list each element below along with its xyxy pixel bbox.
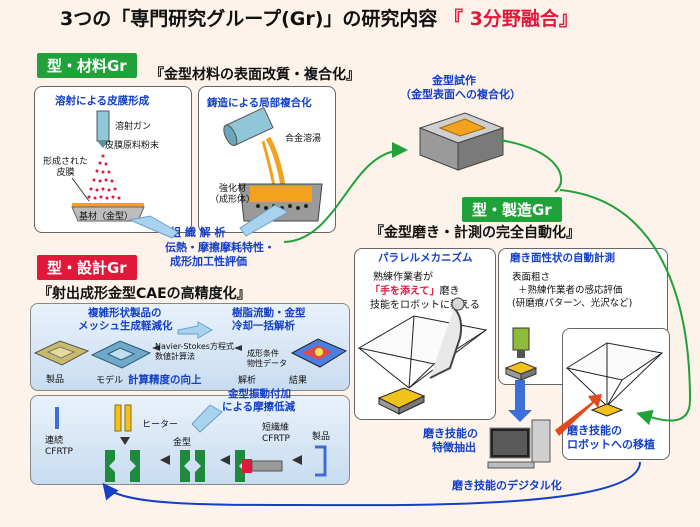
parallel-line2: 技能をロボットに教える bbox=[370, 300, 480, 311]
spray-gun-label: 溶射ガン bbox=[115, 122, 152, 132]
measurement-device-illustration bbox=[504, 327, 538, 381]
cfrtp-cont-line1: 連続 bbox=[45, 436, 64, 446]
page-title: 3つの「専門研究グループ(Gr)」の研究内容 『 3分野融合』 bbox=[60, 4, 578, 31]
transfer-line2: ロボットへの移植 bbox=[567, 438, 655, 451]
navier-label: Navier-Stokes方程式 数値計算法 bbox=[155, 342, 234, 362]
transfer-line1: 磨き技能の bbox=[567, 424, 622, 437]
parallel-highlight: 「手を添えて」 bbox=[370, 286, 440, 297]
reinforce-label: 強化材 （成形体） bbox=[210, 184, 256, 205]
product-label: 製品 bbox=[46, 375, 65, 385]
design-group-tag: 型・設計Gr bbox=[37, 255, 137, 280]
powder-label: 皮膜原料粉末 bbox=[105, 141, 160, 151]
cae-illustration bbox=[33, 338, 348, 369]
cfrtp-short-line2: CFRTP bbox=[262, 434, 290, 444]
resin-line1: 樹脂流動・金型 bbox=[232, 307, 306, 319]
die-label: 金型 bbox=[173, 438, 192, 448]
vibration-line2: による摩擦低減 bbox=[222, 401, 296, 413]
navier-line2: 数値計算法 bbox=[155, 352, 195, 361]
model-label: モデル bbox=[96, 376, 124, 386]
vibration-panel bbox=[30, 395, 350, 485]
measure-line1: 表面粗さ bbox=[512, 272, 551, 283]
heater-label: ヒーター bbox=[142, 420, 179, 430]
coating-label: 形成された 皮膜 bbox=[43, 157, 89, 178]
alloy-label: 合金溶湯 bbox=[285, 134, 322, 144]
measure-line2: ＋熟練作業者の感応評価 bbox=[518, 285, 623, 296]
parallel-after: 磨き bbox=[439, 286, 460, 297]
accuracy-label: 計算精度の向上 bbox=[128, 374, 202, 386]
parallel-line1: 熟練作業者が bbox=[373, 272, 433, 283]
title-accent: 『 3分野融合』 bbox=[444, 8, 578, 30]
thermal-spray-heading: 溶射による皮膜形成 bbox=[55, 95, 150, 107]
product2-label: 製品 bbox=[312, 432, 331, 442]
structure-analysis-title: 組 織 解 析 bbox=[170, 226, 226, 239]
base-label: 基材（金型） bbox=[79, 212, 134, 222]
extract-line1: 磨き技能の bbox=[423, 427, 478, 440]
design-subtitle: 『射出成形金型CAEの高精度化』 bbox=[38, 286, 251, 302]
parallel-highlight-row: 「手を添えて」磨き bbox=[370, 286, 460, 298]
analysis-line1: 伝熱・摩擦摩耗特性・ bbox=[165, 241, 275, 254]
cfrtp-short-label: 短繊維 CFRTP bbox=[262, 423, 290, 445]
navier-line1: Navier-Stokes方程式 bbox=[155, 342, 234, 351]
analysis-line2: 成形加工性評価 bbox=[170, 255, 247, 268]
vibration-line1: 金型振動付加 bbox=[228, 388, 291, 400]
cfrtp-short-line1: 短繊維 bbox=[262, 423, 290, 433]
material-group-tag: 型・材料Gr bbox=[37, 53, 137, 78]
casting-heading: 鋳造による局部複合化 bbox=[207, 97, 312, 109]
cond-line2: 物性データ bbox=[247, 359, 287, 368]
measure-heading: 磨き面性状の自動計測 bbox=[510, 252, 615, 264]
digital-label: 磨き技能のデジタル化 bbox=[452, 479, 562, 492]
resin-line2: 冷却一括解析 bbox=[232, 320, 295, 332]
cond-line1: 成形条件 bbox=[247, 349, 279, 358]
cfrtp-continuous-label: 連続 CFRTP bbox=[45, 436, 73, 458]
parallel-robot-illustration bbox=[357, 297, 488, 415]
cae-panel bbox=[30, 303, 350, 391]
conditions-label: 成形条件 物性データ bbox=[247, 349, 287, 369]
cfrtp-cont-line2: CFRTP bbox=[45, 447, 73, 457]
thermal-spray-illustration bbox=[71, 110, 145, 222]
mesh-line1: 複雑形状製品の bbox=[88, 307, 162, 319]
title-main: 3つの「専門研究グループ(Gr)」の研究内容 bbox=[60, 8, 438, 30]
molding-process-illustration bbox=[55, 404, 327, 482]
trial-line2: （金型表面への複合化） bbox=[400, 88, 521, 101]
trial-line1: 金型試作 bbox=[432, 74, 476, 87]
analysis-label: 解析 bbox=[238, 376, 257, 386]
material-subtitle: 『金型材料の表面改質・複合化』 bbox=[150, 67, 360, 83]
measure-line3: (研磨痕パターン、光沢など) bbox=[512, 298, 633, 309]
robot-transfer-illustration bbox=[565, 342, 664, 417]
trial-mold-illustration bbox=[418, 112, 505, 171]
extract-line2: 特徴抽出 bbox=[432, 441, 476, 454]
computer-icon bbox=[487, 419, 551, 469]
casting-illustration bbox=[223, 106, 323, 222]
parallel-heading: パラレルメカニズム bbox=[378, 252, 473, 264]
result-label: 結果 bbox=[289, 376, 308, 386]
mesh-line2: メッシュ生成軽減化 bbox=[78, 320, 173, 332]
manufacture-group-tag: 型・製造Gr bbox=[462, 197, 562, 222]
manufacture-subtitle: 『金型磨き・計測の完全自動化』 bbox=[370, 225, 580, 241]
